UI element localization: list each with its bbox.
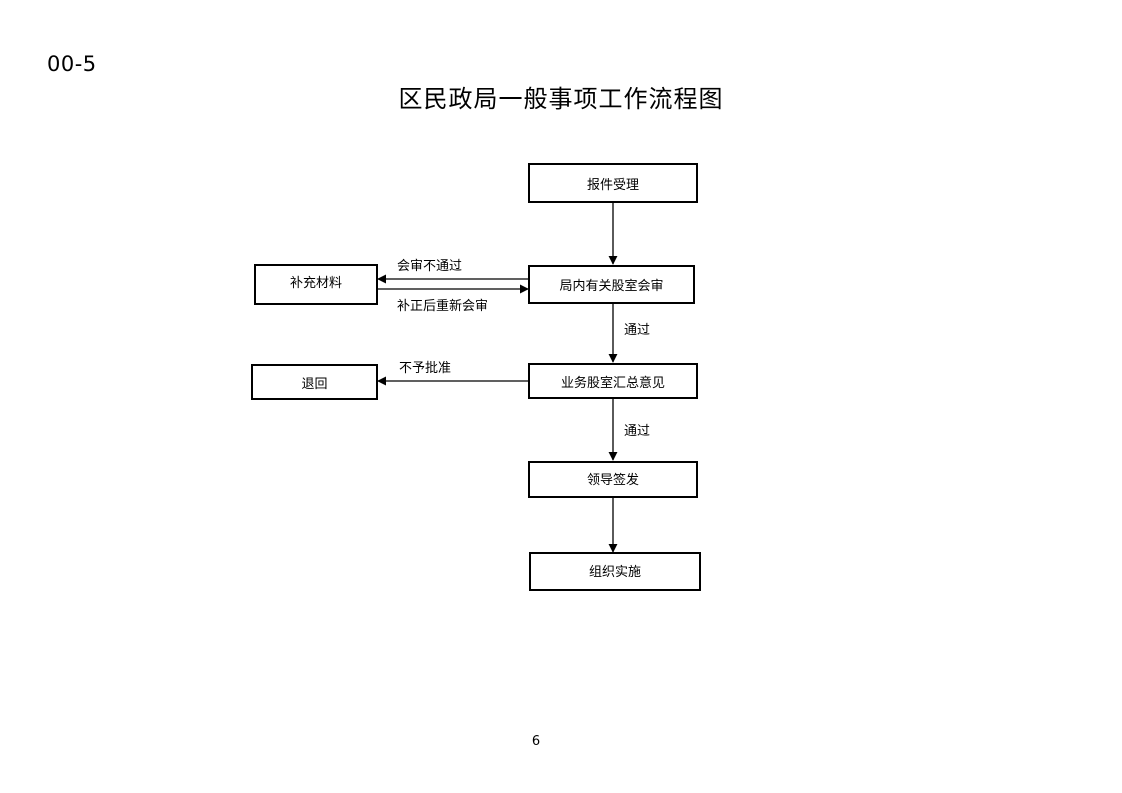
node-return: 退回 [251, 364, 378, 400]
node-summary: 业务股室汇总意见 [528, 363, 698, 399]
node-joint-review-label: 局内有关股室会审 [559, 279, 664, 294]
node-return-label: 退回 [301, 376, 328, 392]
edge-label-review-fail: 会审不通过 [397, 259, 463, 274]
node-implement: 组织实施 [529, 552, 701, 591]
edge-label-pass-1: 通过 [624, 323, 651, 338]
node-implement-label: 组织实施 [588, 565, 641, 580]
node-joint-review: 局内有关股室会审 [528, 265, 695, 304]
edge-label-pass-2: 通过 [624, 424, 651, 439]
document-code: 00-5 [47, 52, 97, 76]
node-receive-label: 报件受理 [586, 177, 639, 193]
edge-label-resubmit: 补正后重新会审 [397, 299, 489, 314]
page-title: 区民政局一般事项工作流程图 [398, 85, 724, 113]
node-supplement-label: 补充材料 [290, 276, 343, 291]
node-sign: 领导签发 [528, 461, 698, 498]
page-number: 6 [531, 734, 541, 749]
node-supplement: 补充材料 [254, 264, 378, 305]
node-sign-label: 领导签发 [586, 473, 639, 488]
node-summary-label: 业务股室汇总意见 [560, 375, 665, 391]
node-receive: 报件受理 [528, 163, 698, 203]
edge-label-not-approved: 不予批准 [399, 361, 452, 376]
